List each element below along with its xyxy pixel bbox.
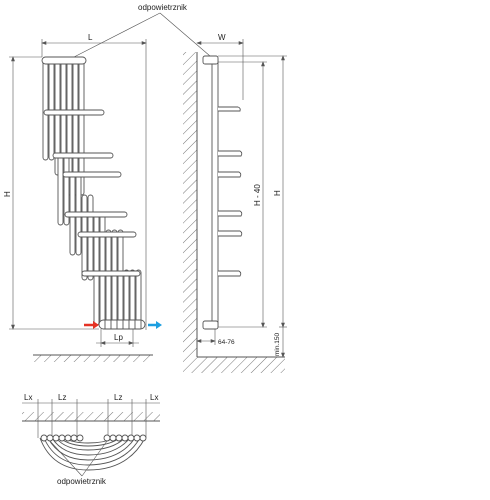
- label-Lx-right: Lx: [150, 393, 158, 402]
- label-Lz-right: Lz: [114, 393, 122, 402]
- label-vent-top: odpowietrznik: [138, 3, 188, 12]
- arrow-right-red-icon: [84, 321, 99, 329]
- dimension-H-minus-40: [218, 61, 267, 328]
- front-rungs: [43, 109, 141, 277]
- dimension-wall-distance: [196, 329, 216, 345]
- side-wall: [183, 52, 198, 357]
- dimension-Lp: [96, 329, 139, 347]
- top-wall: [22, 412, 160, 422]
- arrow-right-blue-icon: [148, 321, 162, 329]
- dimension-H-front: [9, 56, 99, 330]
- dimension-W: [196, 39, 244, 100]
- label-vent-bottom: odpowietrznik: [57, 477, 107, 486]
- label-Lz-left: Lz: [58, 393, 66, 402]
- front-floor: [33, 354, 153, 362]
- dimension-L: [41, 39, 147, 330]
- label-L: L: [88, 33, 93, 42]
- dimension-min-150: [279, 326, 287, 358]
- top-view: Lx Lz Lz Lx: [22, 393, 160, 471]
- front-bottom-collector: [98, 319, 146, 330]
- side-radiator-profile: [202, 55, 243, 330]
- label-Lx-left: Lx: [24, 393, 32, 402]
- label-Lp: Lp: [114, 333, 123, 342]
- dimension-H-side: [218, 55, 287, 328]
- label-W: W: [218, 33, 226, 42]
- vent-bottom-leaders: [49, 440, 108, 477]
- label-H-minus-40: H - 40: [253, 184, 262, 206]
- front-view: L H Lp: [3, 33, 162, 362]
- label-H-front: H: [3, 191, 12, 197]
- label-64-76: 64-76: [218, 339, 235, 346]
- front-tubes-middle: [57, 154, 142, 326]
- top-radiator-arcs: [39, 437, 146, 471]
- label-min-150: min.150: [274, 332, 281, 356]
- label-H-side: H: [273, 190, 282, 196]
- vent-top-leaders: [73, 12, 211, 58]
- top-tube-ends: [40, 434, 147, 442]
- side-view: W H - 40 H min.150: [183, 33, 287, 373]
- top-dimension-chain: [22, 399, 160, 438]
- side-floor: [183, 356, 285, 373]
